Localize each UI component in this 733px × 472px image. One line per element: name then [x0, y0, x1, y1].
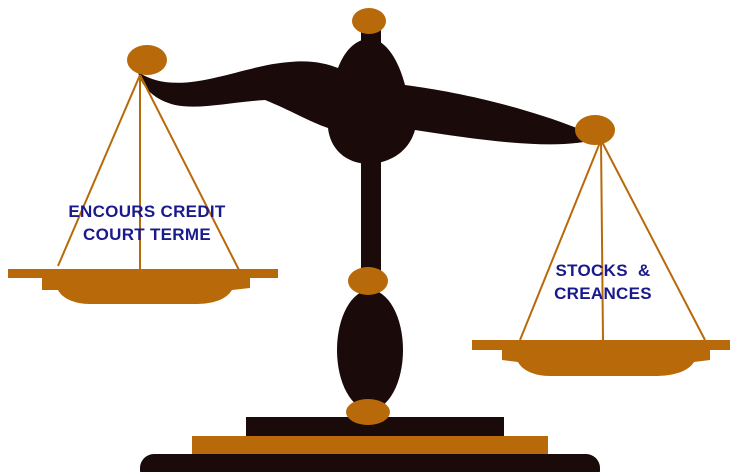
right-pan-label: STOCKS & CREANCES — [488, 259, 718, 305]
left-pan-rim — [8, 269, 278, 278]
scale-beam — [127, 38, 615, 164]
base-top-step — [246, 417, 504, 437]
post-top-knob — [352, 8, 386, 34]
post-bulb — [337, 290, 403, 410]
left-pan-label-line-2: COURT TERME — [83, 225, 211, 244]
beam-right-knob — [575, 115, 615, 145]
right-pan-label-line-1: STOCKS & — [555, 261, 651, 280]
left-pan-bowl — [42, 277, 250, 304]
post-bulb-top-knob — [348, 267, 388, 295]
right-pan-label-line-2: CREANCES — [554, 284, 652, 303]
beam-left-knob — [127, 45, 167, 75]
left-pan-strings — [57, 74, 241, 273]
base-bottom-step — [140, 454, 600, 472]
scale-base — [140, 417, 600, 472]
left-pan-label: ENCOURS CREDIT COURT TERME — [22, 200, 272, 246]
right-pan — [472, 139, 730, 376]
base-middle-step — [192, 436, 548, 456]
beam-body — [138, 38, 600, 164]
right-pan-bowl — [502, 349, 710, 376]
right-pan-rim — [472, 340, 730, 350]
post-bulb-bottom-knob — [346, 399, 390, 425]
right-pan-strings — [519, 139, 706, 341]
left-pan-label-line-1: ENCOURS CREDIT — [68, 202, 226, 221]
left-pan — [8, 74, 278, 304]
